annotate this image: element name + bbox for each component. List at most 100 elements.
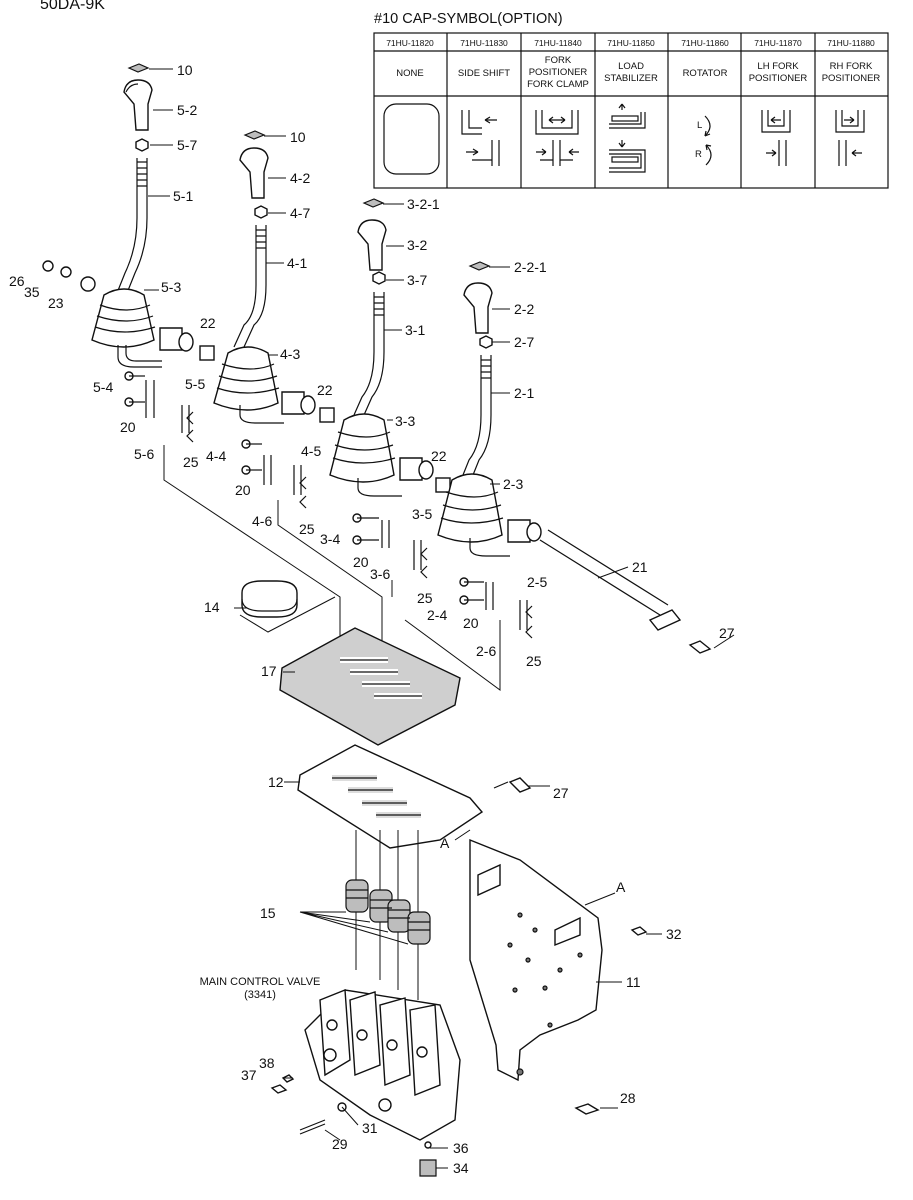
bolt-28 — [574, 1103, 600, 1115]
boot-3-3 — [329, 413, 395, 483]
lever-rod-4-1 — [233, 225, 267, 348]
callout-label: 2-3 — [503, 476, 523, 492]
bushing-22 — [435, 477, 451, 493]
side-shift-icon — [461, 110, 500, 166]
callout-label: 4-4 — [206, 448, 226, 464]
washer-35 — [60, 266, 72, 278]
lever-rod-5-1 — [114, 158, 148, 299]
rh-fork-positioner-icon — [835, 110, 865, 166]
option-part-number: 71HU-11880 — [827, 38, 875, 48]
bolt-27 — [688, 640, 712, 654]
callout-label: A — [616, 879, 626, 895]
callout-label: 5-4 — [93, 379, 113, 395]
lever-assembly-3 — [329, 198, 451, 579]
knob-5-2 — [123, 79, 153, 131]
option-caption: RH FORK — [830, 61, 873, 72]
callout-label: 17 — [261, 663, 277, 679]
option-caption: SIDE SHIFT — [458, 68, 510, 79]
plug-37 — [270, 1084, 288, 1094]
callout-label: 14 — [204, 599, 220, 615]
callout-label: 4-2 — [290, 170, 310, 186]
option-caption: NONE — [396, 68, 423, 79]
nut-26 — [42, 260, 54, 272]
callout-label: 25 — [183, 454, 199, 470]
callout-label: 10 — [290, 129, 306, 145]
callout-label: 37 — [241, 1067, 257, 1083]
bolt-23 — [80, 276, 96, 292]
callout-label: 4-3 — [280, 346, 300, 362]
callout-label: 2-7 — [514, 334, 534, 350]
callout-label: 2-2 — [514, 301, 534, 317]
main-control-valve — [270, 988, 461, 1177]
lever-assembly-4 — [213, 130, 335, 509]
rotator-l-mark: L — [697, 120, 702, 131]
callout-label: 3-4 — [320, 531, 340, 547]
callout-label: 20 — [235, 482, 251, 498]
callout-label: 5-1 — [173, 188, 193, 204]
bushing-22 — [199, 345, 215, 361]
callout-label: 23 — [48, 295, 64, 311]
callout-label: 4-5 — [301, 443, 321, 459]
callout-label: 2-4 — [427, 607, 447, 623]
callout-label: 3-2-1 — [407, 196, 440, 212]
rubber-pad-17 — [279, 627, 461, 746]
load-stabilizer-icon — [609, 103, 646, 173]
callout-label: 22 — [431, 448, 447, 464]
callout-label: 22 — [317, 382, 333, 398]
callout-label: 10 — [177, 62, 193, 78]
lever-assembly-2 — [437, 261, 712, 654]
rotator-icon: L R — [695, 115, 712, 166]
callout-label: 2-5 — [527, 574, 547, 590]
callout-label: 3-5 — [412, 506, 432, 522]
boot-4-3 — [213, 346, 279, 411]
bracket-11 — [469, 838, 648, 1115]
bushing-22 — [319, 407, 335, 423]
callout-label: 36 — [453, 1140, 469, 1156]
callout-label: 2-2-1 — [514, 259, 547, 275]
callout-label: 35 — [24, 284, 40, 300]
fork-positioner-icon — [535, 110, 579, 166]
callout-label: 22 — [200, 315, 216, 331]
dust-cover-14 — [241, 580, 298, 618]
model-title: 50DA-9K — [40, 0, 105, 13]
callout-label: 38 — [259, 1055, 275, 1071]
option-caption: LOAD — [618, 61, 644, 72]
boot-2-3 — [437, 473, 503, 543]
nut-32 — [630, 926, 648, 936]
callout-label: 34 — [453, 1160, 469, 1176]
callout-label: 28 — [620, 1090, 636, 1106]
callout-label: 32 — [666, 926, 682, 942]
callout-label: 20 — [463, 615, 479, 631]
callout-label: 3-1 — [405, 322, 425, 338]
option-caption: LH FORK — [757, 61, 799, 72]
callout-label: 5-6 — [134, 446, 154, 462]
option-caption: FORK — [545, 55, 572, 66]
option-part-number: 71HU-11850 — [607, 38, 655, 48]
callout-label: 26 — [9, 273, 25, 289]
spool-boot-15 — [345, 879, 431, 945]
callout-label: 25 — [417, 590, 433, 606]
callout-label: 4-1 — [287, 255, 307, 271]
option-caption: POSITIONER — [529, 67, 588, 78]
callout-label: 21 — [632, 559, 648, 575]
callout-label: 3-7 — [407, 272, 427, 288]
option-part-number: 71HU-11830 — [460, 38, 508, 48]
callout-label: 25 — [299, 521, 315, 537]
bolt-27 — [508, 777, 532, 793]
callout-label: 3-3 — [395, 413, 415, 429]
callout-label: 31 — [362, 1120, 378, 1136]
lever-rod-3-1 — [353, 292, 385, 416]
callout-label: 29 — [332, 1136, 348, 1152]
sensor-34 — [419, 1159, 437, 1177]
option-caption: FORK CLAMP — [527, 79, 589, 90]
option-caption: STABILIZER — [604, 73, 658, 84]
main-control-valve-label: MAIN CONTROL VALVE — [200, 976, 321, 988]
callout-label: 2-1 — [514, 385, 534, 401]
callout-label: 2-6 — [476, 643, 496, 659]
o-ring-36 — [424, 1141, 432, 1149]
bolt-29 — [299, 1119, 326, 1135]
nut-3-7 — [372, 271, 386, 285]
cap-symbol-2-2-1 — [468, 261, 491, 271]
callout-label: A — [440, 835, 450, 851]
rotator-r-mark: R — [695, 149, 702, 160]
